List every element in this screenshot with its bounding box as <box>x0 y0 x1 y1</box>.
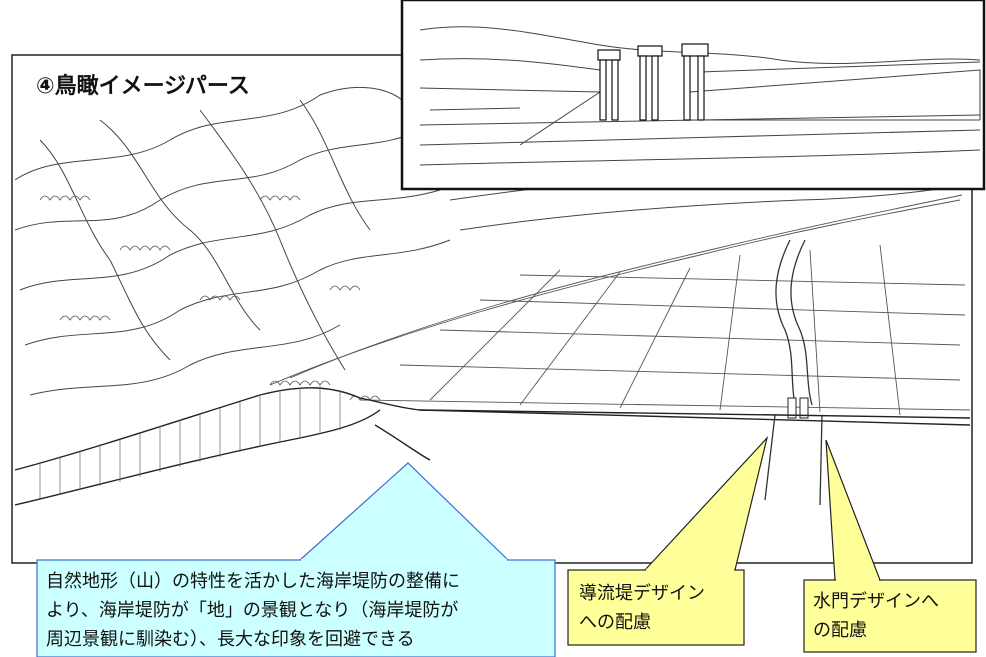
callout-terrain-line-3: 周辺景観に馴染む）、長大な印象を回避できる <box>46 629 415 650</box>
page-title: ④鳥瞰イメージパース <box>32 66 254 102</box>
inset-sluice-detail <box>400 0 986 191</box>
callout-sluice: 水門デザインへ の配慮 <box>803 439 977 653</box>
callout-sluice-line-1: 水門デザインへ <box>813 591 939 612</box>
callout-terrain-line-2: より、海岸堤防が「地」の景観となり（海岸堤防が <box>46 600 458 621</box>
callout-levee-line-1: 導流堤デザイン <box>579 583 705 604</box>
sluice-gate-small <box>787 397 809 419</box>
field-grid <box>269 194 971 416</box>
river-channel <box>764 239 823 506</box>
seawall <box>14 387 971 506</box>
callout-terrain: 自然地形（山）の特性を活かした海岸堤防の整備に より、海岸堤防が「地」の景観とな… <box>36 462 556 657</box>
callout-levee: 導流堤デザイン への配慮 <box>567 435 769 646</box>
tree-texture <box>39 195 381 401</box>
seawall-hatching <box>39 386 341 498</box>
callout-terrain-line-1: 自然地形（山）の特性を活かした海岸堤防の整備に <box>46 571 460 592</box>
callout-levee-line-2: への配慮 <box>579 612 651 633</box>
callout-sluice-line-2: の配慮 <box>813 620 867 641</box>
